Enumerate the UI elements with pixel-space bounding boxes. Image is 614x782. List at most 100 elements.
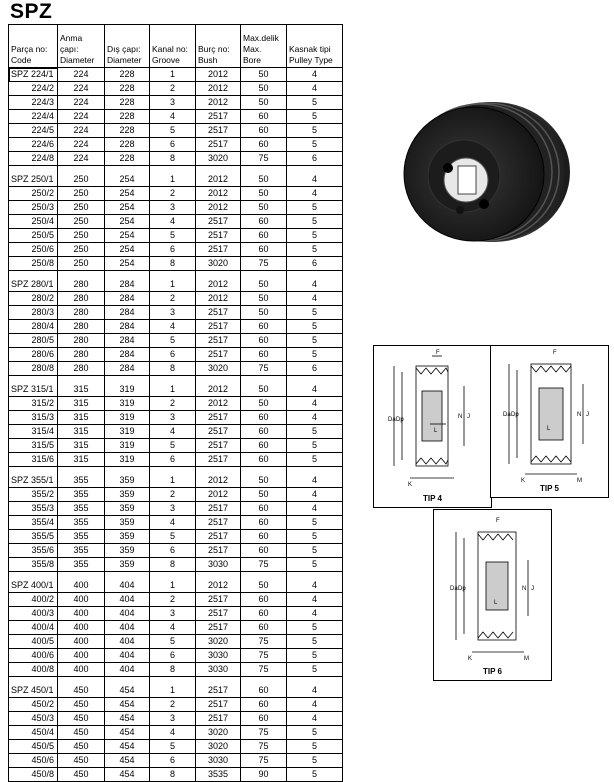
- cell-code: 450/4: [8, 725, 58, 740]
- cell-groove: 1: [149, 474, 196, 488]
- cell-groove: 8: [149, 151, 196, 166]
- cell-nominal-diameter: 450: [57, 753, 105, 768]
- diagram-tip-6: Da Dp F N J L K M TIP 6: [433, 509, 552, 681]
- diagram-tip-4: Da Dp F N J L K TIP 4: [373, 345, 492, 508]
- cell-pulley-type: 5: [286, 228, 343, 243]
- cell-outer-diameter: 228: [104, 123, 150, 138]
- dim-n-label: N: [458, 414, 462, 420]
- cell-pulley-type: 4: [286, 606, 343, 621]
- cell-bush: 3535: [195, 767, 241, 782]
- cell-outer-diameter: 319: [104, 452, 150, 467]
- dim-l-label: L: [434, 428, 438, 434]
- cell-nominal-diameter: 224: [57, 151, 105, 166]
- cell-max-bore: 50: [240, 186, 287, 201]
- cell-groove: 3: [149, 200, 196, 215]
- cell-max-bore: 60: [240, 123, 287, 138]
- cell-max-bore: 60: [240, 109, 287, 124]
- cell-code: 250/3: [8, 200, 58, 215]
- page-title: SPZ: [10, 0, 53, 23]
- cell-outer-diameter: 254: [104, 186, 150, 201]
- cell-groove: 4: [149, 620, 196, 635]
- col-header-bush: Burç no:Bush: [195, 24, 241, 68]
- cell-groove: 2: [149, 81, 196, 96]
- col-header-nominal-diameter: Anma çapı:Diameter: [57, 24, 105, 68]
- cell-nominal-diameter: 224: [57, 109, 105, 124]
- cell-max-bore: 75: [240, 739, 287, 754]
- cell-bush: 2517: [195, 606, 241, 621]
- cell-outer-diameter: 359: [104, 529, 150, 544]
- cell-bush: 3030: [195, 662, 241, 677]
- cell-code: 250/2: [8, 186, 58, 201]
- cell-code: 224/2: [8, 81, 58, 96]
- group-separator: [8, 270, 343, 278]
- group-separator: [8, 375, 343, 383]
- cell-nominal-diameter: 280: [57, 291, 105, 306]
- cell-bush: 2517: [195, 305, 241, 320]
- cell-nominal-diameter: 355: [57, 501, 105, 516]
- cell-groove: 4: [149, 424, 196, 439]
- cell-max-bore: 60: [240, 137, 287, 152]
- dim-j-label: J: [467, 414, 470, 420]
- cell-outer-diameter: 254: [104, 242, 150, 257]
- cell-pulley-type: 5: [286, 95, 343, 110]
- cell-groove: 1: [149, 173, 196, 187]
- cell-pulley-type: 5: [286, 620, 343, 635]
- separator-cell: [8, 270, 58, 278]
- cell-groove: 4: [149, 109, 196, 124]
- cell-bush: 2517: [195, 452, 241, 467]
- separator-cell: [8, 676, 58, 684]
- cell-pulley-type: 5: [286, 557, 343, 572]
- cell-nominal-diameter: 400: [57, 592, 105, 607]
- cell-bush: 2012: [195, 173, 241, 187]
- cell-pulley-type: 4: [286, 474, 343, 488]
- cell-groove: 2: [149, 592, 196, 607]
- cell-groove: 3: [149, 410, 196, 425]
- dim-f-label: F: [496, 518, 500, 524]
- cell-outer-diameter: 359: [104, 557, 150, 572]
- separator-cell: [57, 270, 105, 278]
- dim-j-label: J: [531, 586, 534, 592]
- cell-nominal-diameter: 315: [57, 424, 105, 439]
- cell-pulley-type: 4: [286, 711, 343, 726]
- cell-groove: 6: [149, 242, 196, 257]
- cell-max-bore: 90: [240, 767, 287, 782]
- cell-nominal-diameter: 450: [57, 767, 105, 782]
- cell-groove: 3: [149, 305, 196, 320]
- cell-groove: 1: [149, 579, 196, 593]
- cell-max-bore: 75: [240, 634, 287, 649]
- cell-nominal-diameter: 280: [57, 361, 105, 376]
- cell-code: 224/8: [8, 151, 58, 166]
- cell-bush: 2517: [195, 711, 241, 726]
- dim-da-label: Da: [450, 586, 458, 592]
- separator-cell: [286, 165, 343, 173]
- cell-max-bore: 75: [240, 725, 287, 740]
- separator-cell: [104, 466, 150, 474]
- cell-bush: 2517: [195, 228, 241, 243]
- cell-max-bore: 50: [240, 278, 287, 292]
- tip-5-label: TIP 5: [540, 484, 559, 493]
- cell-pulley-type: 5: [286, 305, 343, 320]
- cell-bush: 2012: [195, 291, 241, 306]
- cell-pulley-type: 4: [286, 186, 343, 201]
- cell-max-bore: 60: [240, 214, 287, 229]
- cell-code: 315/5: [8, 438, 58, 453]
- dim-k-label: K: [521, 478, 525, 484]
- cell-groove: 3: [149, 95, 196, 110]
- col-header-code: Parça no:Code: [8, 24, 58, 68]
- cell-outer-diameter: 284: [104, 305, 150, 320]
- cell-outer-diameter: 228: [104, 137, 150, 152]
- separator-cell: [104, 270, 150, 278]
- cell-nominal-diameter: 450: [57, 711, 105, 726]
- cell-max-bore: 60: [240, 592, 287, 607]
- cell-nominal-diameter: 250: [57, 186, 105, 201]
- separator-cell: [195, 466, 241, 474]
- cell-nominal-diameter: 355: [57, 529, 105, 544]
